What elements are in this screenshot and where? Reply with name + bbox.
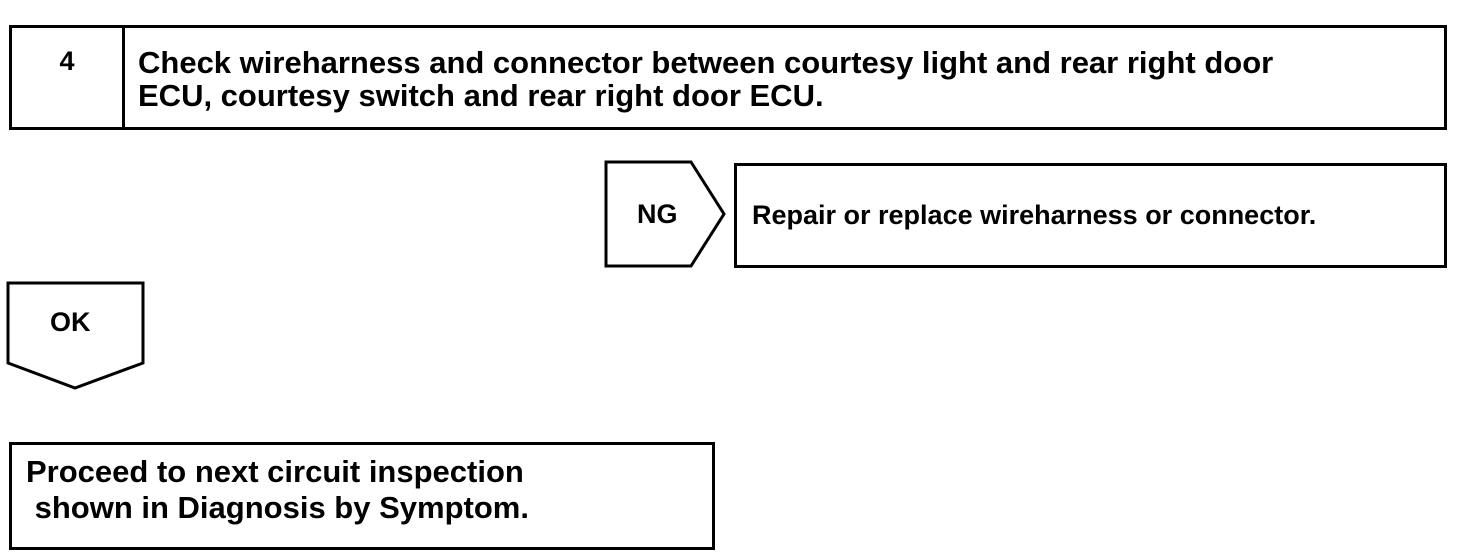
step-description-line-2: ECU, courtesy switch and rear right door… <box>138 78 824 113</box>
ok-arrow-shape <box>6 281 145 390</box>
step-box: 4 Check wireharness and connector betwee… <box>9 25 1447 130</box>
ng-arrow-shape <box>604 160 726 268</box>
step-description-line-1: Check wireharness and connector between … <box>138 45 1274 80</box>
final-action-box: Proceed to next circuit inspection shown… <box>9 442 715 550</box>
step-number: 4 <box>12 28 125 127</box>
ok-label: OK <box>50 307 91 337</box>
step-description: Check wireharness and connector between … <box>125 28 1273 127</box>
ng-action-text: Repair or replace wireharness or connect… <box>752 200 1317 230</box>
ng-action-box: Repair or replace wireharness or connect… <box>734 163 1447 268</box>
final-action-line-1: Proceed to next circuit inspection <box>26 454 524 489</box>
final-action-line-2: shown in Diagnosis by Symptom. <box>26 490 529 525</box>
ng-label: NG <box>637 199 678 229</box>
